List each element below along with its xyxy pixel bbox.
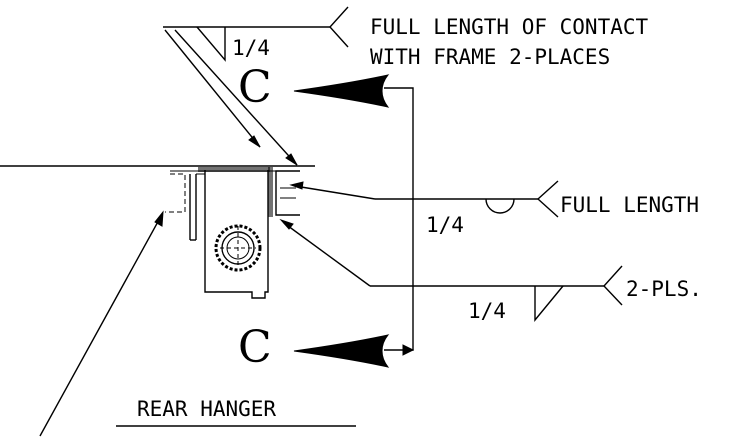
- centerline-bracket: [384, 87, 414, 351]
- arrowhead: [289, 181, 304, 190]
- arrowhead: [402, 344, 415, 356]
- rear-hanger-part: [165, 167, 300, 299]
- frame-contact-callout: FULL LENGTH OF CONTACT WITH FRAME 2-PLAC…: [163, 6, 649, 166]
- centerline-marker-bottom: C: [238, 322, 390, 373]
- bushing-outer: [214, 224, 262, 272]
- centerline-symbol-bottom: C: [238, 322, 272, 373]
- fillet-weld-symbol-bottom: [534, 285, 564, 322]
- two-places-tail: [603, 265, 623, 306]
- centerline-symbol-top: C: [238, 62, 272, 113]
- full-length-note: FULL LENGTH: [560, 193, 699, 217]
- weld-bead-top: [198, 167, 270, 172]
- frame-contact-note-line2: WITH FRAME 2-PLACES: [370, 45, 610, 69]
- caption: REAR HANGER: [137, 397, 276, 421]
- two-places-leader: [283, 222, 371, 287]
- fillet-weld-symbol-top: [196, 26, 226, 62]
- frame-contact-note-line1: FULL LENGTH OF CONTACT: [370, 15, 649, 39]
- two-places-callout: 2-PLS. 1/4: [279, 218, 702, 323]
- flare-weld-symbol: [485, 198, 515, 214]
- frame-contact-leader-1: [164, 29, 261, 148]
- arrowhead: [248, 135, 261, 148]
- hidden-outline: [165, 173, 186, 213]
- frame-contact-leader-2: [174, 29, 298, 166]
- frame-contact-tail: [329, 6, 349, 48]
- weld-size-bottom: 1/4: [468, 299, 506, 323]
- centerline-pointer-top: [293, 74, 390, 108]
- arrowhead: [279, 218, 294, 230]
- channel-flange: [275, 170, 300, 216]
- full-length-callout: FULL LENGTH 1/4: [289, 180, 699, 237]
- centerline-pointer-bottom: [293, 334, 390, 368]
- caption-group: REAR HANGER: [116, 397, 356, 427]
- full-length-leader: [294, 185, 376, 200]
- full-length-tail: [536, 180, 559, 218]
- hanger-body: [204, 170, 269, 299]
- weld-size-top: 1/4: [232, 36, 270, 60]
- weld-size-middle: 1/4: [426, 213, 464, 237]
- weld-bead-side: [268, 167, 273, 217]
- lower-leader: [39, 217, 161, 437]
- centerline-marker-top: C: [238, 62, 390, 113]
- arrowhead: [154, 210, 164, 227]
- arrowhead: [285, 153, 298, 166]
- two-places-note: 2-PLS.: [626, 277, 702, 301]
